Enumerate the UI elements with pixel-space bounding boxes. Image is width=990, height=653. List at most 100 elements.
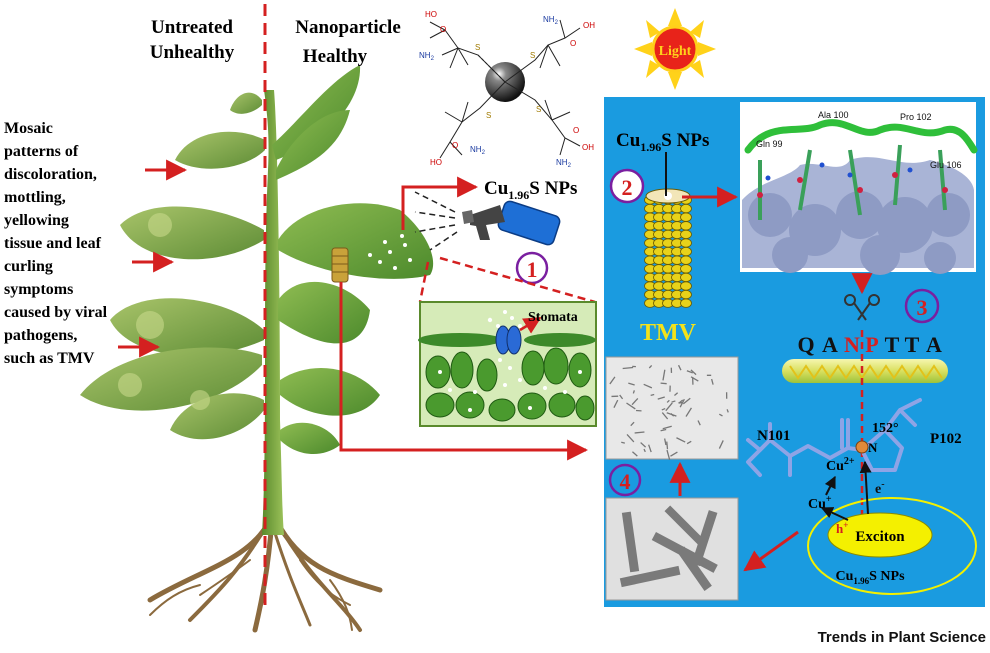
step-2-number: 2 xyxy=(622,175,633,200)
tem-fragment xyxy=(710,378,714,385)
symptom-line: pathogens, xyxy=(4,327,77,344)
chem-s: S xyxy=(536,105,541,114)
light-sun-icon: Light xyxy=(634,8,716,90)
tem-fragment xyxy=(665,402,673,412)
tem-fragment xyxy=(621,441,625,444)
stomata-label: Stomata xyxy=(528,310,578,325)
np-label-tmv: Cu1.96S NPs xyxy=(616,130,709,154)
symptoms-text: Mosaic patterns of discoloration, mottli… xyxy=(4,120,108,367)
residue-label: Glu 106 xyxy=(930,160,962,170)
zoom-dashed-lines xyxy=(418,256,596,304)
tmv-capsid-subunit xyxy=(680,247,692,257)
tem-fragment xyxy=(670,451,678,457)
step-2-badge: 2 xyxy=(609,168,645,204)
tem-fragment xyxy=(626,402,636,410)
p102-label: P102 xyxy=(930,431,962,447)
symptom-line: patterns of xyxy=(4,143,79,160)
residue-t: T xyxy=(885,332,900,357)
tem-fragment xyxy=(650,393,655,396)
symptom-line: yellowing xyxy=(4,212,69,229)
tem-fragment xyxy=(662,369,666,381)
symptom-line: tissue and leaf xyxy=(4,235,102,252)
journal-footer: Trends in Plant Science xyxy=(818,629,986,646)
tmv-capsid-subunit xyxy=(680,238,692,248)
sick-leaves xyxy=(80,92,265,440)
tem-fragment xyxy=(686,440,692,445)
tmv-on-leaf-icon xyxy=(331,247,349,283)
spray-lines xyxy=(414,191,458,251)
tem-fragments-image xyxy=(605,356,739,460)
tem-fragment xyxy=(619,394,624,400)
tem-fragment xyxy=(622,366,634,370)
symptom-line: Mosaic xyxy=(4,120,53,137)
tmv-rod-illustration xyxy=(644,188,692,308)
cu2-label: Cu2+ xyxy=(826,456,855,474)
electron-label: e- xyxy=(875,479,885,497)
tmv-capsid-subunit xyxy=(680,264,692,274)
np-label-exciton: Cu1.96S NPs xyxy=(835,569,905,586)
symptom-line: caused by viral xyxy=(4,304,108,321)
tmv-capsid-subunit xyxy=(680,229,692,239)
residue-label: Ala 100 xyxy=(818,110,849,120)
chem-s: S xyxy=(475,43,480,52)
tem-fragment xyxy=(661,412,669,420)
symptom-line: symptoms xyxy=(4,281,73,298)
tem-fragment xyxy=(718,440,724,449)
chem-oh: OH xyxy=(583,21,595,30)
tem-fragment xyxy=(664,438,667,446)
tmv-capsid-subunit xyxy=(680,221,692,231)
np-ellipse-outline xyxy=(807,497,977,595)
healthy-leaves xyxy=(272,65,434,455)
unhealthy-label: Unhealthy xyxy=(150,42,235,63)
tem-fragment xyxy=(613,399,619,408)
chem-labels: HO O NH2 S NH2 OH O S S S HO O NH2 NH2 O… xyxy=(419,10,595,169)
scissors-icon xyxy=(844,294,880,321)
chem-nh2: NH2 xyxy=(543,15,559,26)
residue-q: Q xyxy=(797,332,814,357)
peptide-sequence: Q A N P T T A xyxy=(797,332,942,357)
tem-fragment xyxy=(643,383,653,389)
tem-fragment xyxy=(657,396,665,400)
tem-fragment xyxy=(648,444,652,453)
tem-fragment xyxy=(648,365,653,369)
tmv-capsid-subunit xyxy=(680,272,692,282)
tem-fragment xyxy=(690,376,699,382)
chem-oh: OH xyxy=(582,143,594,152)
chem-o: O xyxy=(570,39,576,48)
step-3-badge: 3 xyxy=(904,288,940,324)
step-3-number: 3 xyxy=(917,295,928,320)
residue-label: Pro 102 xyxy=(900,112,932,122)
tem-fragment xyxy=(718,413,723,417)
residue-a: A xyxy=(822,332,838,357)
chem-nh2: NH2 xyxy=(419,51,435,62)
healthy-label: Healthy xyxy=(303,46,368,67)
tem-fragment xyxy=(690,369,697,376)
tem-fragment xyxy=(628,382,635,386)
chem-s: S xyxy=(486,111,491,120)
tem-fragment xyxy=(660,382,667,385)
tem-rods-image xyxy=(605,497,739,601)
tmv-capsid-subunit xyxy=(680,298,692,308)
spray-bottle-icon xyxy=(462,200,561,246)
n101-label: N101 xyxy=(757,428,790,444)
tem-fragment xyxy=(660,428,667,432)
nanoparticle-label: Nanoparticle xyxy=(295,17,401,38)
residue-t: T xyxy=(905,332,920,357)
stomata-cross-section: Stomata xyxy=(418,301,597,427)
tem-fragment xyxy=(676,437,686,443)
tem-fragment xyxy=(666,399,670,403)
tmv-to-panel-arrow xyxy=(339,282,589,461)
tem-fragment xyxy=(630,421,635,427)
tmv-capsid-subunit xyxy=(680,289,692,300)
nanoparticle-ligand-structure xyxy=(429,19,581,159)
spray-to-label-arrow xyxy=(401,176,479,230)
chem-o: O xyxy=(452,141,458,150)
exciton-ellipse xyxy=(827,512,933,558)
tem-fragment xyxy=(662,425,672,430)
nitrogen-atom xyxy=(855,440,869,454)
residue-a: A xyxy=(926,332,942,357)
tmv-capsid-subunit xyxy=(680,255,692,265)
tem-fragment xyxy=(626,433,635,443)
residue-p: P xyxy=(865,332,878,357)
